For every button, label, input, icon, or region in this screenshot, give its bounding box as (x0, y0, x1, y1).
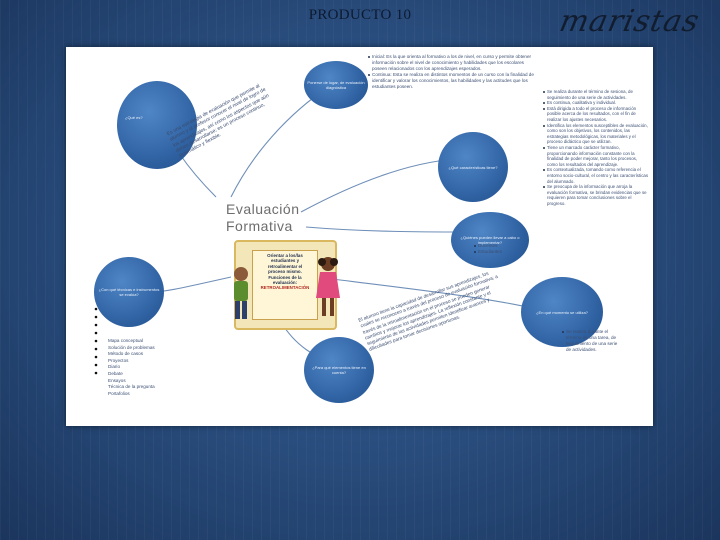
tecnicas-dots (94, 305, 98, 375)
caracteristica-item: Identifica los elementos susceptibles de… (543, 123, 649, 145)
poster-text: Orientar a los/las estudiantes y retroal… (252, 250, 318, 320)
bubble-elementos: ¿Para qué elementos tiene en cuenta? (304, 337, 374, 403)
tipos-evaluacion-list: Inicial: Es la que orienta al formativo … (368, 54, 538, 90)
dots-icon (94, 307, 98, 375)
quienes-item: Estudiantes (474, 249, 524, 255)
bubble-que-es-text: ¿Qué es? (125, 115, 143, 120)
bullet-icon (543, 124, 545, 127)
bullet-icon (474, 251, 476, 253)
bullet-icon (543, 146, 545, 149)
bubble-diagnostica: Ponerse de lugar, de evaluación diagnóst… (304, 61, 368, 109)
momento-item: Se realiza durante el término de una tar… (562, 329, 622, 353)
link-caracteristicas (300, 158, 457, 213)
tecnica-item: Mapa conceptual (108, 338, 143, 343)
bullet-icon (543, 91, 545, 93)
bubble-diagnostica-text: Ponerse de lugar, de evaluación diagnóst… (307, 80, 365, 90)
bullet-icon (562, 331, 564, 333)
tecnica-item: Diario (108, 364, 120, 370)
bullet-icon (543, 186, 545, 189)
caracteristica-item: Es contextualizada, tomando como referen… (543, 167, 649, 184)
caracteristicas-list: Se realiza durante el término de sesiona… (543, 89, 649, 206)
bubble-tecnicas: ¿Con qué técnicas e instrumentos se eval… (94, 257, 164, 327)
page-title: PRODUCTO 10 (308, 7, 412, 23)
central-poster: Orientar a los/las estudiantes y retroal… (234, 240, 340, 330)
tecnica-item: Debate (108, 370, 123, 376)
tecnica-item: Ensayos (108, 377, 126, 383)
tecnicas-list: Mapa conceptual Solución de problemas Mé… (108, 338, 198, 397)
bubble-quienes: ¿Quiénes pueden llevar a cabo o implemen… (451, 212, 529, 268)
center-title: Evaluación Formativa (226, 201, 300, 234)
quienes-item: Docentes (474, 243, 524, 249)
header: PRODUCTO 10 maristas (0, 0, 720, 40)
bullet-icon (543, 107, 545, 110)
slide-canvas: Ponerse de lugar, de evaluación diagnóst… (66, 47, 653, 426)
bullet-icon (543, 169, 545, 172)
tecnica-item: Técnica de la pregunta (108, 384, 155, 390)
caracteristica-item: Se preocupa de la información que arroja… (543, 184, 649, 206)
bullet-icon (474, 245, 476, 247)
tipos-item: Continua: Esta se realiza en distintos m… (368, 72, 538, 90)
caracteristica-item: Tiene un marcado carácter formativo, pro… (543, 145, 649, 167)
tecnica-item: Portafolios (108, 390, 130, 396)
caracteristica-item: Está dirigida a todo el proceso de infor… (543, 106, 649, 123)
logo-text: maristas (556, 4, 703, 39)
caracteristica-item: Se realiza durante el término de sesiona… (543, 89, 649, 100)
caracteristica-item: Es continua, cualitativa y individual. (543, 100, 649, 106)
momento-list: Se realiza durante el término de una tar… (562, 329, 622, 353)
bubble-elementos-text: ¿Para qué elementos tiene en cuenta? (312, 365, 366, 375)
bullet-icon (368, 56, 370, 58)
bubble-que-es: ¿Qué es? (117, 81, 197, 169)
tipos-item: Inicial: Es la que orienta al formativo … (368, 54, 538, 72)
bubble-caracteristicas: ¿Qué características tiene? (438, 132, 508, 202)
bubble-quienes-text: ¿Quiénes pueden llevar a cabo o implemen… (460, 235, 520, 245)
tecnica-item: Solución de problemas (108, 344, 155, 350)
bullet-icon (543, 102, 545, 105)
link-quienes (305, 226, 467, 233)
quienes-list: Docentes Estudiantes (474, 243, 524, 255)
tecnica-item: Proyectos (108, 357, 129, 363)
bubble-tecnicas-text: ¿Con qué técnicas e instrumentos se eval… (98, 287, 160, 297)
bubble-momento: ¿En qué momento se utiliza? (521, 277, 603, 347)
link-momento (315, 276, 537, 310)
bullet-icon (368, 74, 370, 76)
bubble-momento-text: ¿En qué momento se utiliza? (536, 309, 588, 315)
bubble-caracteristicas-text: ¿Qué características tiene? (448, 164, 498, 170)
maristas-logo: maristas (556, 4, 710, 40)
boy-illustration-icon (234, 267, 248, 319)
tecnica-item: Método de casos (108, 351, 143, 357)
girl-illustration-icon (316, 257, 340, 316)
